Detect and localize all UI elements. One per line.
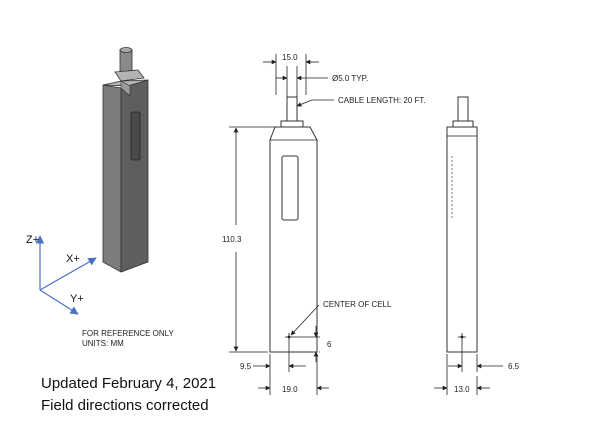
dim-side-offset: 6.5 — [508, 362, 520, 371]
side-cable — [457, 96, 469, 122]
dim-center-offset: 9.5 — [240, 362, 252, 371]
caption-line-1: Updated February 4, 2021 — [41, 375, 216, 392]
side-collar — [452, 120, 474, 128]
units-note: UNITS: MM — [82, 339, 124, 348]
dim-top-width: 15.0 — [282, 53, 298, 62]
axis-triad: Z+ X+ Y+ — [26, 234, 97, 315]
front-collar — [280, 120, 304, 128]
sensor-collar — [114, 69, 145, 82]
dim-side-width: 13.0 — [454, 385, 470, 394]
dim-center-height: 6 — [327, 340, 332, 349]
cable-stub — [119, 49, 133, 73]
cable-end — [119, 47, 133, 53]
sensor-front-face — [102, 84, 122, 273]
sensor-side-face — [120, 79, 149, 273]
axis-y-label: Y+ — [70, 293, 84, 305]
dim-center-label: CENTER OF CELL — [323, 300, 392, 309]
side-view: 6.5 13.0 — [434, 96, 520, 395]
sensor-chamfer — [120, 80, 131, 97]
caption-line-2: Field directions corrected — [41, 397, 209, 414]
axis-z-label: Z+ — [26, 234, 39, 246]
reference-note: FOR REFERENCE ONLY — [82, 329, 175, 338]
dim-front-width: 19.0 — [282, 385, 298, 394]
front-cable — [286, 96, 298, 122]
dim-height: 110.3 — [222, 235, 242, 244]
front-view: 15.0 Ø5.0 TYP. CABLE LENGTH: 20 FT. 110.… — [222, 53, 426, 395]
axis-x-label: X+ — [66, 253, 80, 265]
front-window — [281, 155, 299, 221]
dim-cable-diameter: Ø5.0 TYP. — [332, 74, 368, 83]
sensor-window — [130, 111, 141, 161]
side-body — [446, 126, 478, 353]
sensor-3d-view — [102, 47, 149, 273]
dim-cable-length: CABLE LENGTH: 20 FT. — [338, 96, 426, 105]
